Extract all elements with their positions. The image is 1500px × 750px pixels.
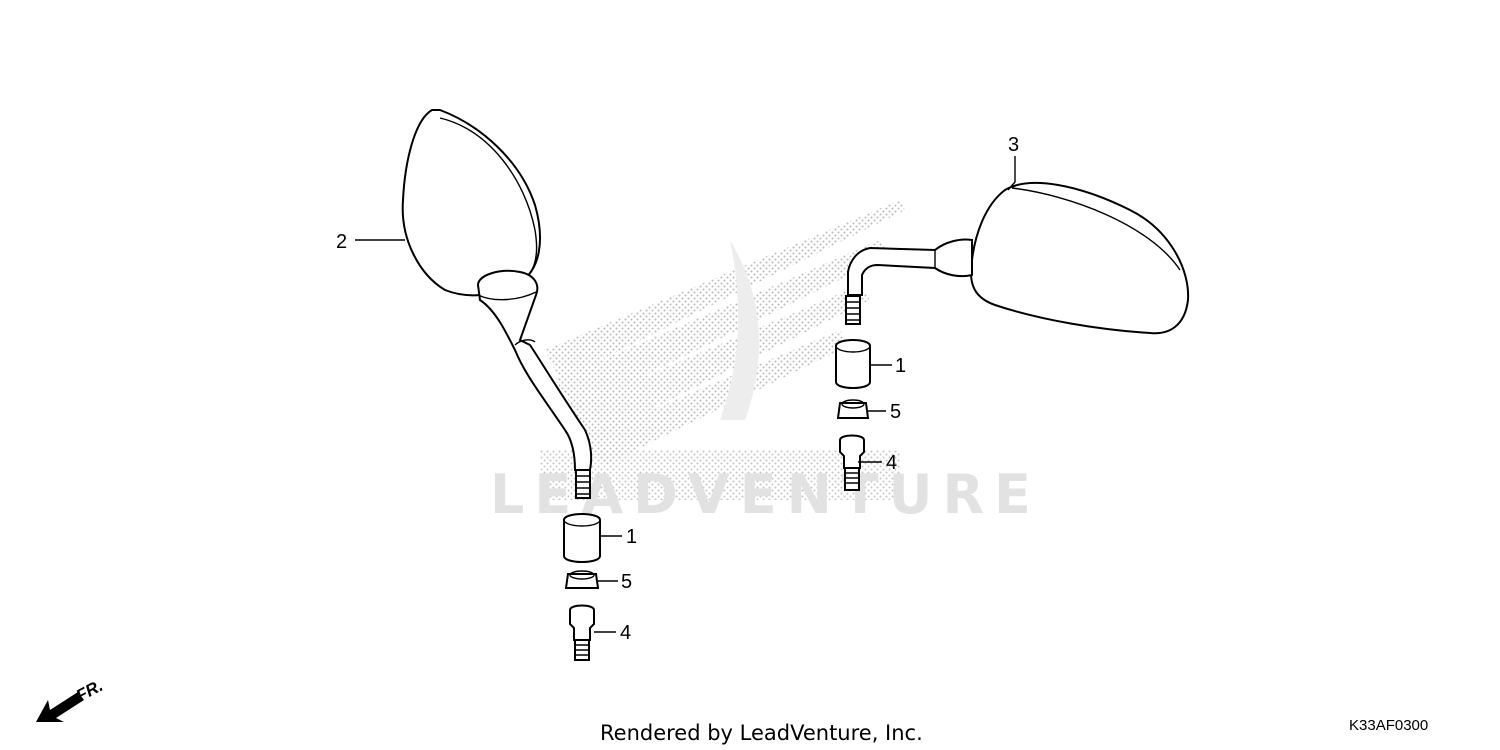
callout-left-nut: 5 xyxy=(621,571,632,593)
left-mirror[interactable] xyxy=(401,109,593,499)
front-direction-arrow-icon: FR. xyxy=(36,676,106,722)
callout-left-mirror: 2 xyxy=(336,231,347,253)
rendered-by-credit: Rendered by LeadVenture, Inc. xyxy=(600,721,923,745)
callout-right-nut: 5 xyxy=(890,401,901,423)
left-cap[interactable] xyxy=(563,513,601,563)
right-nut[interactable] xyxy=(836,399,870,419)
left-nut[interactable] xyxy=(564,570,600,589)
right-cap[interactable] xyxy=(835,339,871,389)
leader-lines xyxy=(355,156,1016,633)
callout-right-cap: 1 xyxy=(895,355,906,377)
callout-right-bolt: 4 xyxy=(886,452,897,474)
callout-left-bolt: 4 xyxy=(620,622,631,644)
right-mirror[interactable] xyxy=(845,181,1190,335)
callout-left-cap: 1 xyxy=(626,526,637,548)
diagram-code: K33AF0300 xyxy=(1349,717,1428,734)
left-bolt[interactable] xyxy=(569,604,595,661)
watermark-wing-logo xyxy=(540,200,905,500)
right-bolt[interactable] xyxy=(839,434,865,491)
callout-right-mirror: 3 xyxy=(1008,134,1019,156)
